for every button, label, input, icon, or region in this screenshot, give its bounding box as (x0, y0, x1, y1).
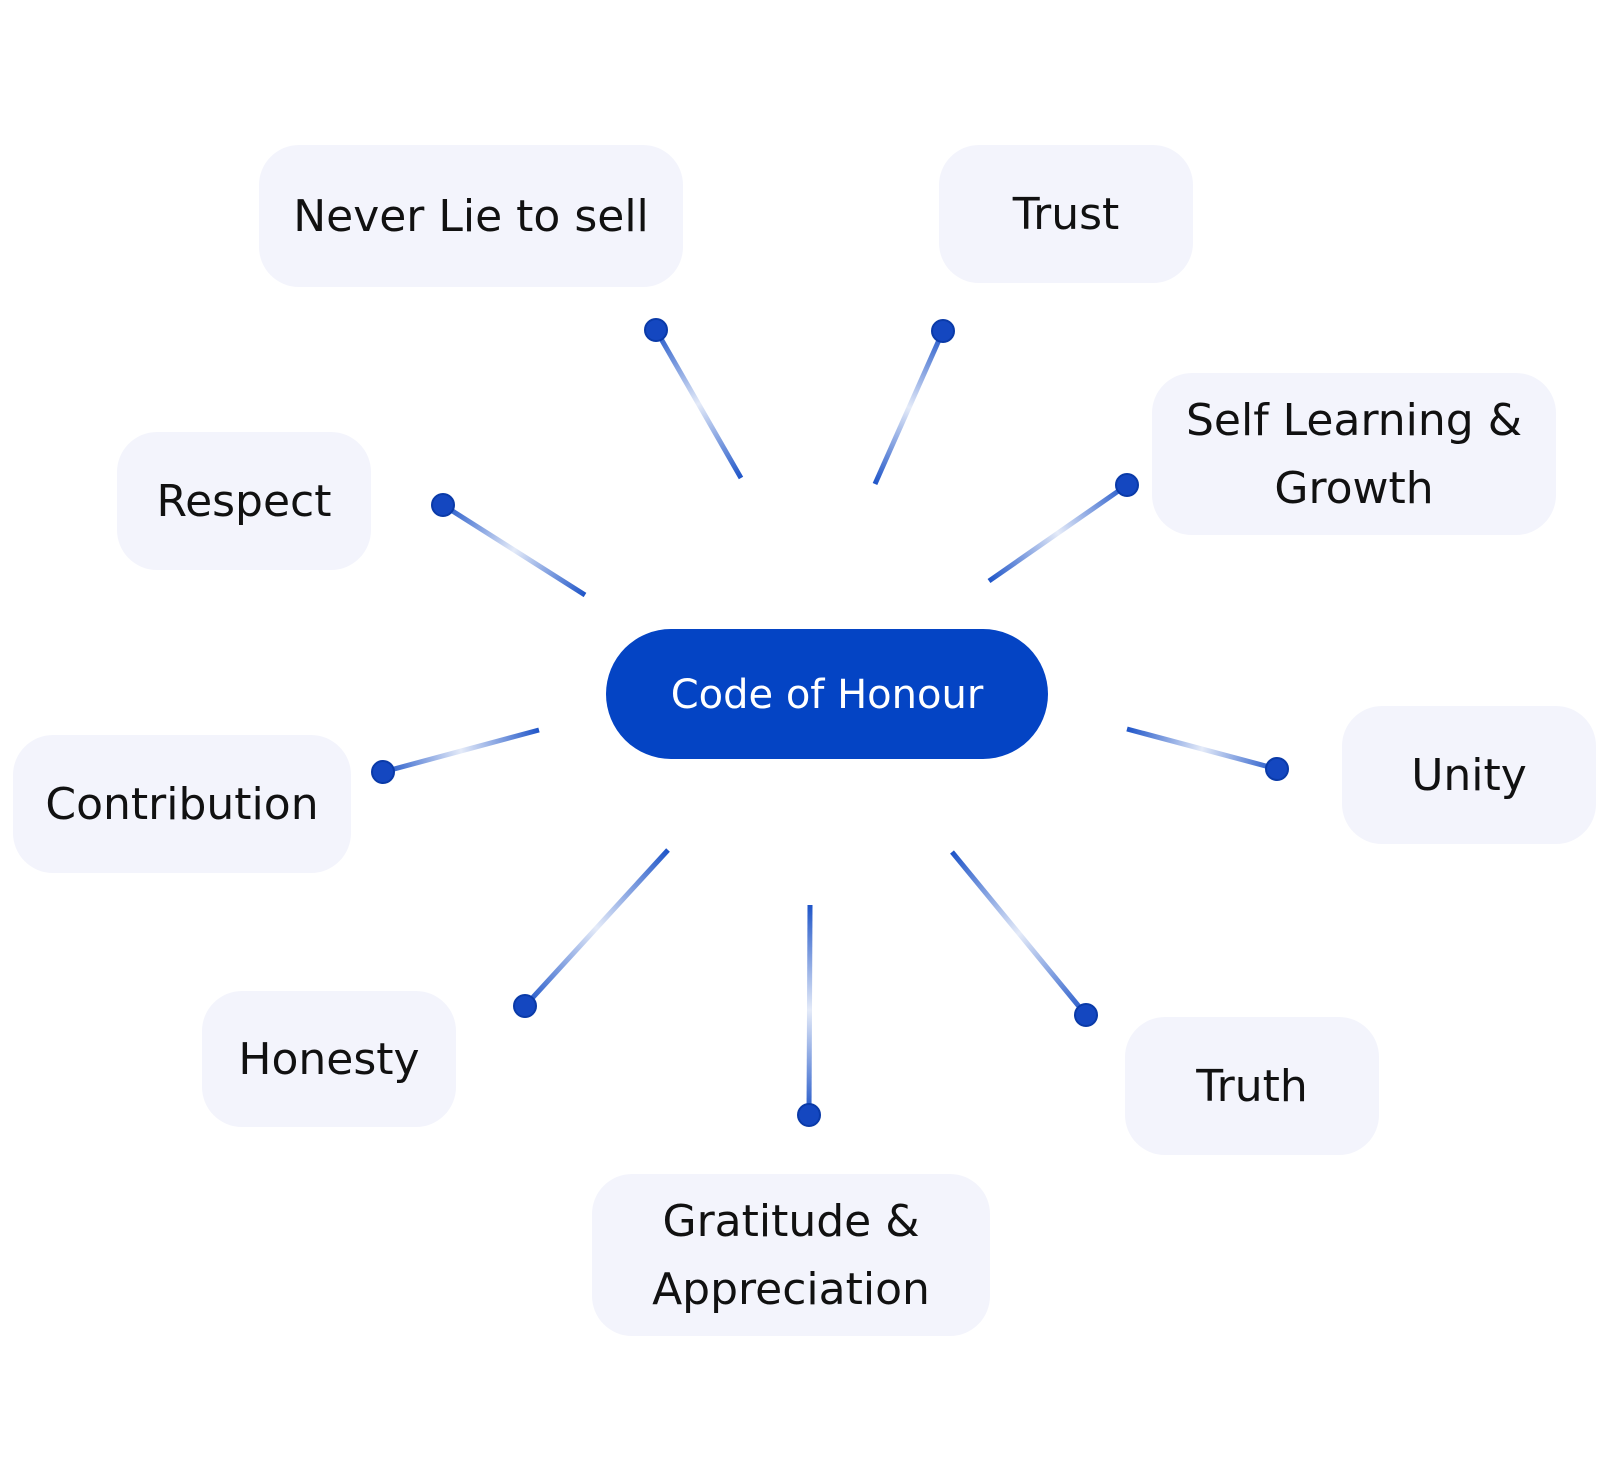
connector-trust (872, 329, 946, 486)
connector-never-lie (653, 328, 744, 480)
value-node-box (13, 735, 351, 873)
value-node-label: Respect (156, 476, 331, 527)
value-node-label: Growth (1274, 463, 1433, 514)
value-node-respect: Respect (117, 432, 371, 570)
value-node-truth: Truth (1125, 1017, 1379, 1155)
value-node-trust: Trust (939, 145, 1193, 283)
center-node: Code of Honour (606, 629, 1048, 759)
connector-dot-never-lie (644, 318, 668, 342)
value-node-never-lie: Never Lie to sell (259, 145, 683, 287)
value-node-label: Appreciation (652, 1264, 930, 1315)
value-node-gratitude: Gratitude & Appreciation (592, 1174, 990, 1336)
value-node-box (1342, 706, 1596, 844)
connector-dot-unity (1265, 757, 1289, 781)
value-node-box (592, 1174, 990, 1336)
value-node-box (202, 991, 456, 1127)
connector-unity (1126, 726, 1278, 772)
value-node-contribution: Contribution (13, 735, 351, 873)
connector-truth (950, 850, 1088, 1017)
connector-dot-trust (931, 319, 955, 343)
value-node-box (117, 432, 371, 570)
value-node-label: Contribution (45, 779, 318, 830)
connector-honesty (523, 848, 670, 1008)
center-node-pill (606, 629, 1048, 759)
connectors (371, 318, 1289, 1127)
value-node-label: Unity (1411, 750, 1527, 801)
connector-dot-truth (1074, 1003, 1098, 1027)
value-node-label: Gratitude & (662, 1196, 919, 1247)
value-node-unity: Unity (1342, 706, 1596, 844)
value-node-label: Trust (1012, 189, 1120, 240)
connector-respect (441, 502, 587, 598)
connector-contribution (382, 727, 540, 775)
connector-dot-honesty (513, 994, 537, 1018)
value-node-honesty: Honesty (202, 991, 456, 1127)
value-node-label: Self Learning & (1186, 395, 1522, 446)
value-node-box (939, 145, 1193, 283)
value-node-self-learning: Self Learning & Growth (1152, 373, 1556, 535)
value-node-label: Truth (1195, 1061, 1308, 1112)
connector-dot-contribution (371, 760, 395, 784)
value-node-box (1152, 373, 1556, 535)
connector-self-learning (987, 482, 1129, 584)
connector-dot-gratitude (797, 1103, 821, 1127)
value-node-box (1125, 1017, 1379, 1155)
value-node-label: Never Lie to sell (293, 191, 649, 242)
connector-dot-respect (431, 493, 455, 517)
center-node-label: Code of Honour (671, 672, 984, 718)
value-node-box (259, 145, 683, 287)
value-node-label: Honesty (238, 1034, 419, 1085)
connector-gratitude (806, 904, 813, 1116)
connector-dot-self-learning (1115, 473, 1139, 497)
